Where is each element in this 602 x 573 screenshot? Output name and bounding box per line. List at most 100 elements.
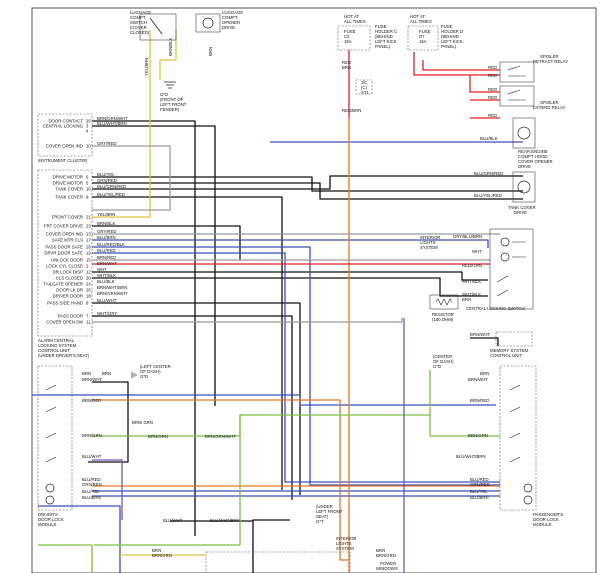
alarm-pin-number: 15 [86,257,91,262]
wire-label: GRY/BLU/BRN [453,234,482,239]
wire-label: RED [488,65,497,70]
instrument-cluster: INSTRUMENT CLUSTER [37,113,93,163]
wire-label: BRN/WHT [470,332,490,337]
label-line: LEFT FRONT [160,102,187,107]
wire-label: BLU/YEL [82,489,100,494]
alarm-pin-number: 11 [86,319,91,324]
label-line: (UNDER DRIVER'S SEAT) [38,353,90,358]
wire-yel-switch [159,30,177,80]
label-line: LUGGAGE [130,10,151,15]
label-line: FUSE [344,29,356,34]
label-line: MODULE [533,522,552,527]
passenger-door-wire-labels: BRN BRN/WHT BRN/RED BRN/GRN BLU/WHT/BRN … [456,371,490,500]
wire-grn-bottom [91,415,241,573]
label-line: WINDOWS [376,566,398,571]
tank-cover-drive: TANK COVER DRIVE BLU/GRN/RED BLU/YEL/RED [474,171,536,215]
label-line: (UNDER [316,504,333,509]
wire-label: GRN/RED [470,482,490,487]
label-line: HOT AT [344,14,359,19]
alarm-pin-number: 8 [86,300,89,305]
wire-brn-grn-wht [92,302,301,495]
wire-tank-cover-1 [92,175,523,190]
wire-label: BLU/WHT/BRN [456,454,486,459]
alarm-pin-wire: BRN/GRN/WHT [97,291,128,296]
wire-blu-wht [92,315,293,500]
alarm-pin-wire: BLU/BLK [97,279,115,284]
wire-blu-red-blk [92,246,500,486]
memory-system-control-unit: MEMORY SYSTEM CONTROL UNIT BRN/WHT [470,331,533,358]
alarm-pin-number: 7 [86,313,89,318]
label-line: COMPT [222,15,238,20]
wire-dr-lock [92,271,488,281]
label-line: PANEL) [441,44,457,49]
wire-label: BLU/YEL [470,489,488,494]
wire-label: YEL/BRN [144,58,149,76]
wire-label: BRN [462,297,471,302]
wire-label: RED [488,73,497,78]
label-line: SEAT) [316,514,329,519]
alarm-pin-wire: BRN/RED [97,255,116,260]
alarm-pin-label: DR LOCK DISP [53,269,83,274]
label-line: 15A [344,39,352,44]
wire-label: BRN/BLK [168,37,173,56]
alarm-pin-label: COVER OPEN IND [46,143,83,148]
alarm-pin-label: CLS CLOSED [56,275,83,280]
label-line: CLOSED) [130,30,150,35]
alarm-pin-wire: WHT/GRY [97,311,117,316]
wire-cls-closed [92,277,488,297]
luggage-switch: LUGGAGE COMPT SWITCH (COVER CLOSED) [130,10,177,41]
alarm-pin-label: TANK COVER [55,194,83,199]
alarm-pin-wire: BLU/YEL/RED [97,192,125,197]
luggage-opener-drive: LUGGAGE COMPT OPENER DRIVE [195,10,243,33]
alarm-pin-wire: BLU/RED [97,248,116,253]
alarm-pin-label: DRIVE MOTOR [53,174,83,179]
wire-label: BRN/ GRN [132,420,153,425]
label-line: CONTROL UNIT [490,353,522,358]
alarm-pin-number: 23 [86,223,91,228]
alarm-pin-number: 17 [86,237,91,242]
label-line: INTERIOR [420,235,441,240]
wire-label: BRN/GRN [82,433,102,438]
alarm-pin-wire: BLU/WHT/BRN [97,121,127,126]
alarm-pin-wire: BLU/YEL [97,172,115,177]
alarm-pin-wire: BLU/BRN [97,235,116,240]
label-line: HOLDER D [441,29,463,34]
ground-left-center-dash: BRN (LEFT CENTER OF DASH) G*D [102,364,171,379]
wire-tank-cover-2 [92,196,283,490]
alarm-pin-number: 12 [86,269,91,274]
label-line: EXTEND RELAY [533,105,566,110]
wire-label: BLU/BLK [480,136,498,141]
alarm-pin-number: 18 [86,293,91,298]
alarm-pin-number: 10 [86,143,91,148]
alarm-pin-label: FRONT COVER [52,214,83,219]
label-line: COMPT HOOD [518,154,548,159]
label-line: J/C [361,80,367,85]
wire-blk-bottom [88,381,129,463]
label-line: LIGHTS [336,541,352,546]
alarm-pin-label: PASS SIDE HAND [47,300,83,305]
wire-label: BRN/GRN [152,553,172,558]
label-line: C2 [344,34,350,39]
wire-label: BRN [152,548,161,553]
alarm-pin-number: 21 [86,214,91,219]
wire-label: RED [488,113,497,118]
label-line: ALL TIMES [410,19,432,24]
label-line: HOT AT [410,14,425,19]
label-line: PASSENGER'S [533,512,563,517]
wire-gry-red [92,145,171,211]
label-line: INSTRUMENT CLUSTER [38,158,87,163]
label-line: OF DASH) [140,369,161,374]
label-line: DRIVE [514,210,527,215]
wire-label: BRN [342,65,351,70]
central-locking-switch: CENTRAL LOCKING SWITCH WHT/BLK WHT/BLK B… [462,228,534,311]
wire-label: BRN/WHT [82,377,102,382]
label-line: FENDER) [160,107,180,112]
wire-grn-brn-grn [92,414,430,437]
wire-label: BRN [376,548,385,553]
label-line: LUGGAGE [222,10,243,15]
wire-label: BLU/WHT [82,454,102,459]
alarm-pin-number: 25 [86,118,91,123]
wire-label: BLU/YEL/RED [474,193,502,198]
alarm-pin-number: 9 [86,194,89,199]
rear-engine-cover-drive: REAR ENGINE COMPT HOOD COVER OPENER DRIV… [480,117,553,169]
